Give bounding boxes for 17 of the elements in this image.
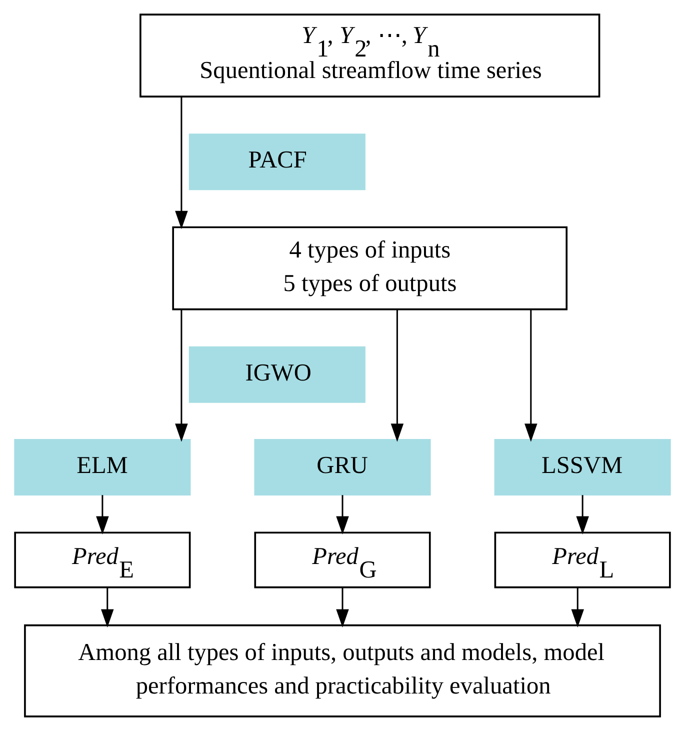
- arrow: [175, 97, 188, 230]
- node-box: LSSVM: [494, 439, 671, 496]
- node-box: Among all types of inputs, outputs and models, model performances and practicability evaluation: [24, 624, 661, 718]
- arrow: [96, 495, 109, 534]
- node-box: PACF: [188, 134, 366, 190]
- node-box: IGWO: [188, 346, 366, 403]
- arrow: [100, 587, 114, 628]
- arrow: [571, 587, 584, 628]
- arrow: [524, 310, 538, 442]
- node-box: GRU: [254, 439, 431, 496]
- arrow: [175, 310, 188, 442]
- arrow: [576, 495, 589, 534]
- node-box: 4 types of inputs 5 types of outputs: [172, 226, 568, 310]
- arrow: [336, 587, 349, 628]
- node-box: ELM: [14, 439, 191, 496]
- arrow: [390, 310, 404, 442]
- arrow: [336, 495, 349, 534]
